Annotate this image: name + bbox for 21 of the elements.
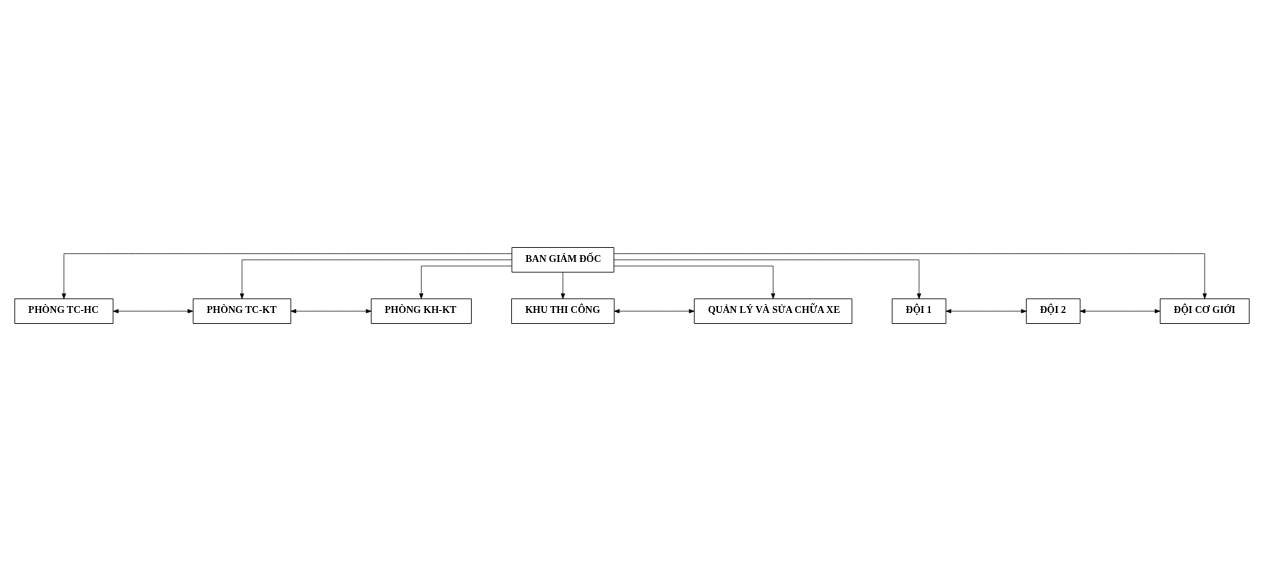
arrow [1079, 309, 1161, 314]
arrow [613, 253, 1207, 299]
node-box: PHÒNG KH-KT [370, 298, 472, 324]
arrow [239, 259, 513, 300]
arrow [560, 271, 565, 299]
node-box: ĐỘI 2 [1025, 298, 1081, 324]
arrow [613, 259, 922, 300]
node-box: PHÒNG TC-KT [192, 298, 292, 324]
node-box: ĐỘI CƠ GIỚI [1159, 298, 1250, 324]
node-box: PHÒNG TC-HC [14, 298, 114, 324]
node-box: BAN GIÁM ĐỐC [511, 247, 615, 273]
arrow [419, 265, 513, 299]
arrow [613, 265, 776, 299]
node-box: ĐỘI 1 [891, 298, 947, 324]
arrow [614, 309, 695, 314]
arrow [945, 309, 1027, 314]
node-box: KHU THI CÔNG [511, 298, 615, 324]
arrow [290, 309, 372, 314]
arrow [112, 309, 194, 314]
arrow [61, 253, 513, 299]
node-box: QUẢN LÝ VÀ SỬA CHỮA XE [693, 298, 853, 324]
